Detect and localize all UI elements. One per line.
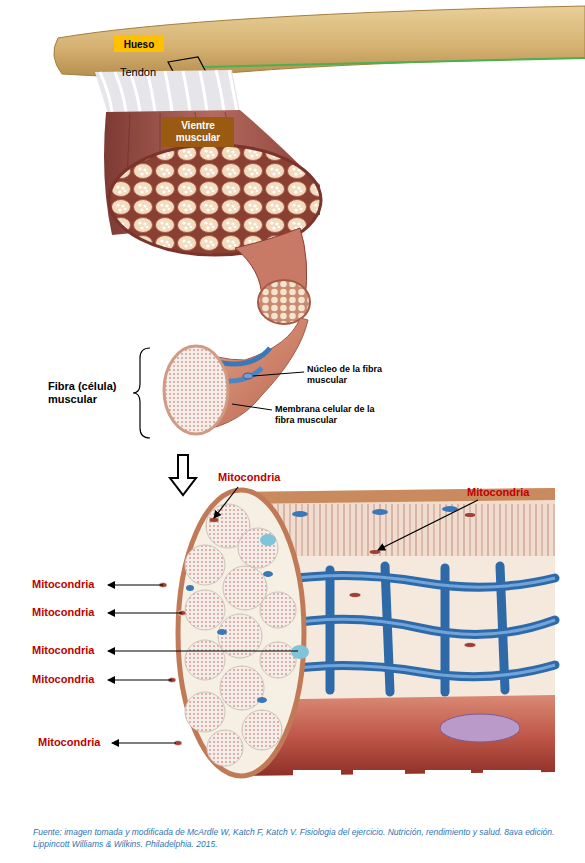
mito-label: Mitocondria — [32, 606, 112, 618]
node-text: Hueso — [124, 39, 155, 50]
fiber-cross-section — [164, 346, 228, 434]
bracket — [133, 348, 150, 438]
mito-label: Mitocondria — [32, 644, 112, 656]
mito-label: Mitocondria — [32, 673, 112, 685]
bone-label-box: Hueso — [114, 36, 164, 52]
part-label: Membrana celular de la fibra muscular — [275, 404, 385, 426]
detail-line — [204, 58, 585, 67]
part-label: Fibra (célula) muscular — [48, 380, 136, 406]
mito-label: Mitocondria — [467, 486, 557, 498]
nucleus — [243, 373, 253, 379]
fiber-detail — [159, 488, 555, 779]
leader-line — [232, 404, 272, 410]
mito-label: Mitocondria — [38, 736, 118, 748]
node-text: Vientre muscular — [162, 120, 234, 144]
tendon — [95, 70, 240, 114]
bone — [54, 6, 585, 77]
down-arrow — [170, 455, 196, 495]
belly-label-box: Vientre muscular — [162, 117, 234, 147]
fascicle-cross-section — [258, 280, 310, 324]
mito-label: Mitocondria — [32, 578, 112, 590]
part-label: Tendon — [120, 66, 180, 78]
mito-label: Mitocondria — [218, 471, 308, 483]
mito-leaders — [108, 487, 478, 743]
leader-line — [253, 372, 304, 376]
source-caption: Fuente: imagen tomada y modificada de Mc… — [33, 826, 558, 850]
part-label: Núcleo de la fibra muscular — [307, 364, 407, 386]
